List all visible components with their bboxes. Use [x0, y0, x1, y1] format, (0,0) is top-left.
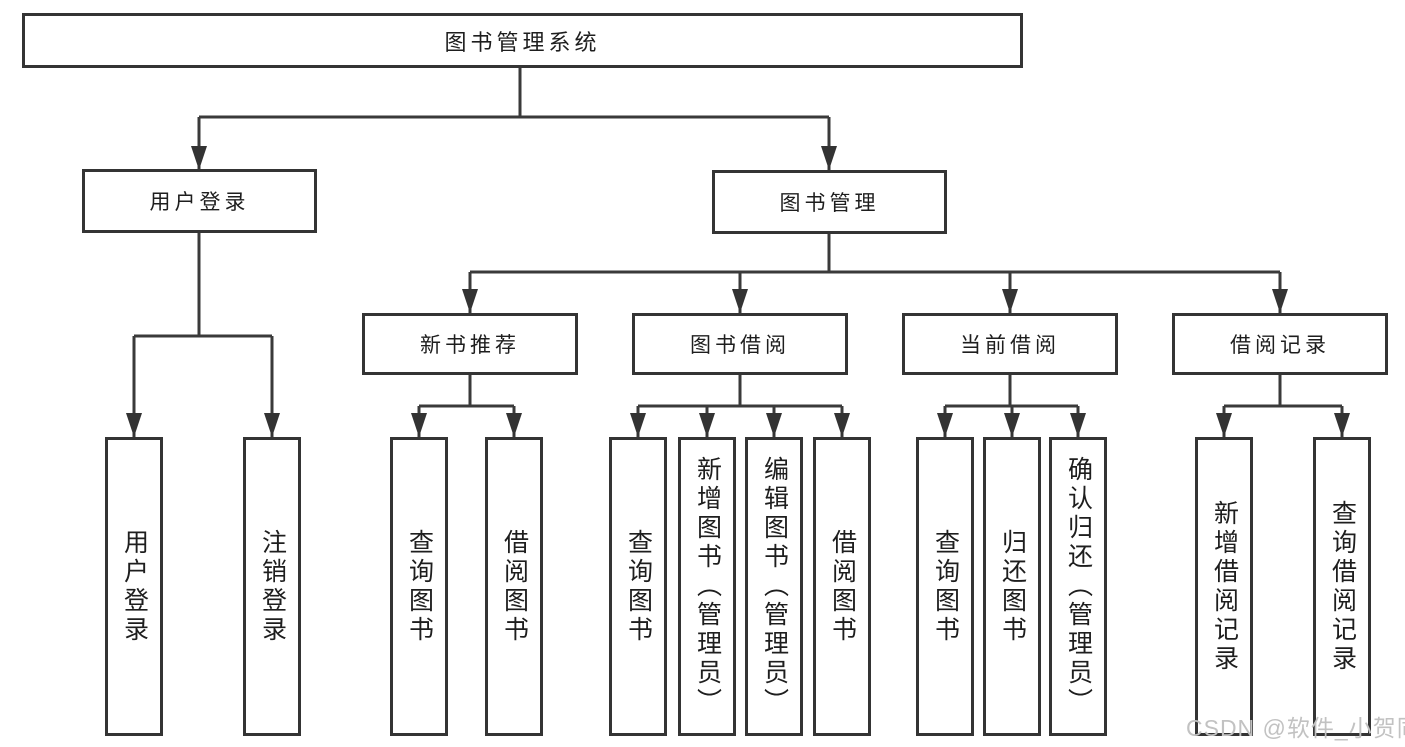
- connector-book-management: [468, 234, 1282, 313]
- node-book-borrowing: 图书借阅: [632, 313, 848, 375]
- leaf-logout: 注销登录: [243, 437, 301, 736]
- leaf-label: 查询图书: [624, 528, 653, 645]
- arrow-down-icon: [506, 413, 522, 437]
- node-label: 用户登录: [149, 191, 250, 214]
- leaf-label: 借阅图书: [500, 528, 529, 645]
- node-label: 图书管理系统: [444, 29, 601, 55]
- node-label: 借阅记录: [1230, 334, 1330, 357]
- arrow-down-icon: [630, 413, 646, 437]
- leaf-borrowing-query-books: 查询图书: [609, 437, 667, 736]
- node-label: 图书管理: [779, 192, 880, 215]
- node-user-login: 用户登录: [82, 169, 317, 233]
- node-library-management-system: 图书管理系统: [22, 13, 1023, 68]
- leaf-label: 查询图书: [405, 528, 434, 645]
- arrow-down-icon: [411, 413, 427, 437]
- arrow-down-icon: [834, 413, 850, 437]
- connector-root: [197, 68, 831, 170]
- leaf-label: 借阅图书: [828, 528, 857, 645]
- node-new-book-recommendation: 新书推荐: [362, 313, 578, 375]
- arrow-down-icon: [1004, 413, 1020, 437]
- leaf-label: 新增借阅记录: [1210, 499, 1239, 674]
- arrow-down-icons: [126, 146, 1350, 437]
- leaf-confirm-return-admin: 确认归还（管理员）: [1049, 437, 1107, 736]
- leaf-label: 查询图书: [931, 528, 960, 645]
- connector-new-book-recommendation: [417, 375, 516, 437]
- csdn-watermark: CSDN @软件_小贺同学: [1186, 715, 1405, 741]
- arrow-down-icon: [1002, 289, 1018, 313]
- leaf-label: 新增图书（管理员）: [693, 456, 722, 717]
- arrow-down-icon: [766, 413, 782, 437]
- leaf-edit-books-admin: 编辑图书（管理员）: [745, 437, 803, 736]
- arrow-down-icon: [264, 413, 280, 437]
- arrow-down-icon: [1070, 413, 1086, 437]
- arrow-down-icon: [1334, 413, 1350, 437]
- leaf-query-borrow-record: 查询借阅记录: [1313, 437, 1371, 736]
- arrow-down-icon: [1216, 413, 1232, 437]
- leaf-label: 编辑图书（管理员）: [760, 456, 789, 717]
- connector-book-borrowing: [636, 375, 844, 437]
- node-label: 图书借阅: [690, 334, 790, 357]
- arrow-down-icon: [937, 413, 953, 437]
- leaf-user-login: 用户登录: [105, 437, 163, 736]
- node-book-management: 图书管理: [712, 170, 947, 234]
- connector-user-login: [132, 233, 274, 437]
- node-label: 新书推荐: [420, 334, 520, 357]
- leaf-label: 用户登录: [120, 528, 149, 645]
- leaf-label: 查询借阅记录: [1328, 499, 1357, 674]
- leaf-add-books-admin: 新增图书（管理员）: [678, 437, 736, 736]
- node-current-borrowing: 当前借阅: [902, 313, 1118, 375]
- arrow-down-icon: [699, 413, 715, 437]
- leaf-recommend-borrow-books: 借阅图书: [485, 437, 543, 736]
- arrow-down-icon: [732, 289, 748, 313]
- arrow-down-icon: [126, 413, 142, 437]
- leaf-label: 注销登录: [258, 528, 287, 645]
- arrow-down-icon: [462, 289, 478, 313]
- node-label: 当前借阅: [960, 334, 1060, 357]
- leaf-add-borrow-record: 新增借阅记录: [1195, 437, 1253, 736]
- leaf-return-books: 归还图书: [983, 437, 1041, 736]
- connector-borrowing-records: [1222, 375, 1344, 437]
- node-borrowing-records: 借阅记录: [1172, 313, 1388, 375]
- arrow-down-icon: [821, 146, 837, 170]
- arrow-down-icon: [1272, 289, 1288, 313]
- leaf-recommend-query-books: 查询图书: [390, 437, 448, 736]
- leaf-label: 归还图书: [998, 528, 1027, 645]
- arrow-down-icon: [191, 146, 207, 170]
- leaf-borrowing-borrow-books: 借阅图书: [813, 437, 871, 736]
- leaf-current-query-books: 查询图书: [916, 437, 974, 736]
- leaf-label: 确认归还（管理员）: [1064, 456, 1093, 717]
